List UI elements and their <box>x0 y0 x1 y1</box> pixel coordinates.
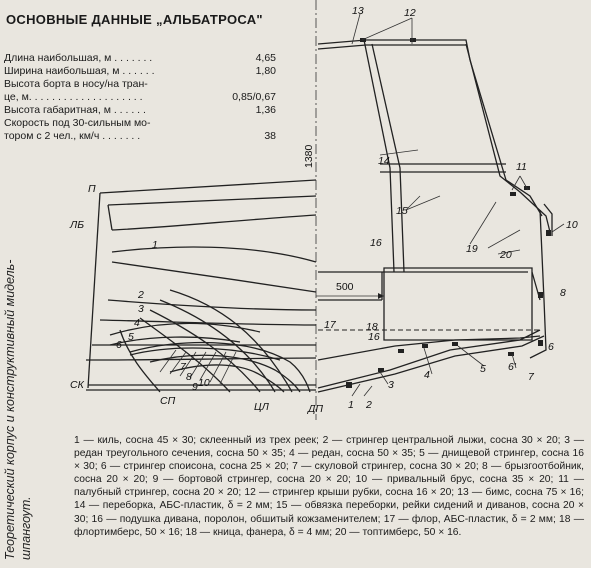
callout-7a: 7 <box>180 361 187 373</box>
spec-row: це, м. . . . . . . . . . . . . . . . . .… <box>4 91 276 104</box>
legend-text: 1 — киль, сосна 45 × 30; склеенный из тр… <box>74 435 584 538</box>
callout-6a: 6 <box>116 339 122 351</box>
callout-16b: 16 <box>368 331 380 343</box>
theoretical-hull <box>85 179 317 393</box>
spec-title: ОСНОВНЫЕ ДАННЫЕ „АЛЬБАТРОСА" <box>6 12 263 27</box>
label-SK: СК <box>70 379 85 391</box>
callout-1b: 1 <box>348 399 354 411</box>
callout-4a: 4 <box>134 317 140 329</box>
callout-7b: 7 <box>528 371 535 383</box>
callout-10b: 10 <box>566 219 578 231</box>
spec-value: 4,65 <box>255 52 276 64</box>
callout-8b: 8 <box>560 287 566 299</box>
callout-6c: 6 <box>548 341 554 353</box>
callout-labels: П ЛБ СК СП ЦЛ ДП 1 2 3 4 5 6 7 8 9 10 13… <box>69 5 578 415</box>
callout-2: 2 <box>137 289 144 301</box>
callout-19: 19 <box>466 243 478 255</box>
spec-row: Длина наибольшая, м . . . . . . . 4,65 <box>4 52 276 65</box>
label-P: П <box>88 183 96 195</box>
spec-value: 1,80 <box>255 65 276 77</box>
spec-label: Высота габаритная, м . . . . . . <box>4 104 146 116</box>
spec-row: Высота борта в носу/на тран- <box>4 78 276 91</box>
dim-500: 500 <box>336 281 354 293</box>
midship-section <box>316 13 565 397</box>
spec-label: Высота борта в носу/на тран- <box>4 78 148 90</box>
spec-row: Высота габаритная, м . . . . . . 1,36 <box>4 104 276 117</box>
callout-15: 15 <box>396 205 408 217</box>
spec-label: Длина наибольшая, м . . . . . . . <box>4 52 153 64</box>
spec-label: це, м. . . . . . . . . . . . . . . . . .… <box>4 91 143 103</box>
spec-row: Ширина наибольшая, м . . . . . . 1,80 <box>4 65 276 78</box>
bow-profile <box>87 192 101 389</box>
callout-2b: 2 <box>365 399 372 411</box>
callout-17: 17 <box>324 319 337 331</box>
callout-10a: 10 <box>198 377 210 389</box>
callout-13: 13 <box>352 5 364 17</box>
callout-9: 9 <box>192 381 198 393</box>
spec-row: Скорость под 30-сильным мо- <box>4 117 276 130</box>
callout-14: 14 <box>378 155 390 167</box>
callout-18: 18 <box>366 321 378 333</box>
label-CL: ЦЛ <box>254 401 270 413</box>
callout-6b: 6' <box>508 361 517 373</box>
callout-12: 12 <box>404 7 416 19</box>
spec-label: тором с 2 чел., км/ч . . . . . . . <box>4 130 141 142</box>
callout-11: 11 <box>516 161 527 173</box>
spec-value: 1,36 <box>255 104 276 116</box>
label-SP: СП <box>160 395 176 407</box>
spec-value: 38 <box>264 130 276 142</box>
keel-hatch <box>159 349 237 385</box>
callout-3b: 3 <box>388 379 394 391</box>
callout-5b: 5 <box>480 363 486 375</box>
callout-16a: 16 <box>370 237 382 249</box>
callout-5a: 5 <box>128 331 134 343</box>
callout-3a: 3 <box>138 303 144 315</box>
spec-row: тором с 2 чел., км/ч . . . . . . . 38 <box>4 130 276 143</box>
spec-label: Скорость под 30-сильным мо- <box>4 117 151 129</box>
callout-1: 1 <box>152 239 158 251</box>
label-LB: ЛБ <box>69 219 84 231</box>
deck-line <box>99 179 317 194</box>
spec-label: Ширина наибольшая, м . . . . . . <box>4 65 155 77</box>
callout-20: 20 <box>499 249 512 261</box>
spec-value: 0,85/0,67 <box>232 91 276 103</box>
callout-4b: 4 <box>424 369 430 381</box>
callout-8a: 8 <box>186 371 192 383</box>
dim-height: 1380 <box>303 144 315 168</box>
hull-drawing: П ЛБ СК СП ЦЛ ДП 1 2 3 4 5 6 7 8 9 10 13… <box>69 0 578 420</box>
label-DP: ДП <box>307 403 323 415</box>
